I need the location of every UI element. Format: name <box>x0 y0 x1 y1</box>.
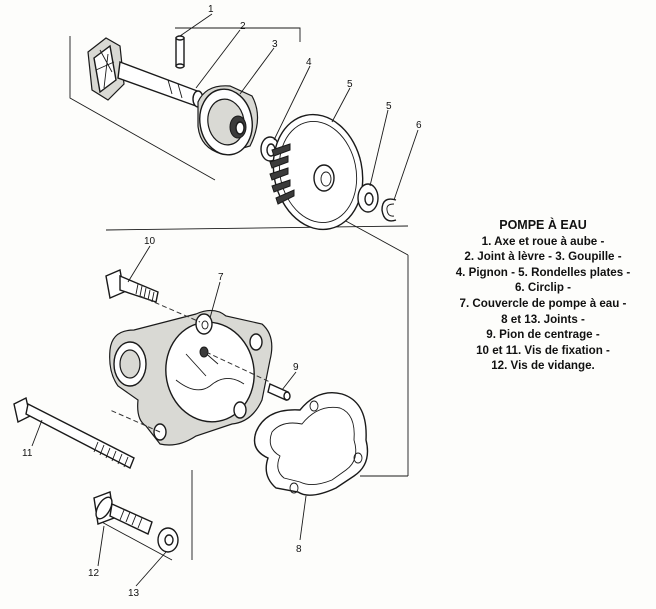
callout-numbers: 1 2 3 4 5 5 6 7 8 9 10 11 12 13 <box>22 4 422 599</box>
part-7-pump-cover <box>109 309 273 446</box>
callout-7: 7 <box>218 272 224 283</box>
part-8-gasket <box>253 392 369 496</box>
part-4-gear <box>269 113 364 231</box>
callout-13: 13 <box>128 588 140 599</box>
legend-line: 7. Couvercle de pompe à eau - <box>459 296 627 310</box>
callout-8: 8 <box>296 544 302 555</box>
callout-10: 10 <box>144 236 156 247</box>
callout-5-left: 4 <box>306 57 312 68</box>
callout-6: 6 <box>416 120 422 131</box>
legend-line: 8 et 13. Joints - <box>501 312 585 326</box>
part-1-shaft-impeller <box>87 37 204 108</box>
part-9-dowel-pin <box>267 383 291 401</box>
callout-1: 2 <box>240 21 246 32</box>
part-11-long-screw <box>13 396 135 469</box>
callout-2: 3 <box>272 39 278 50</box>
legend-line: 10 et 11. Vis de fixation - <box>476 343 610 357</box>
legend-line: 4. Pignon - 5. Rondelles plates - <box>455 265 631 279</box>
legend-line: 2. Joint à lèvre - 3. Goupille - <box>464 250 622 264</box>
part-12-drain-screw <box>93 491 153 535</box>
leader-lines <box>31 13 419 587</box>
legend-title: POMPE À EAU <box>499 218 587 232</box>
callout-9: 9 <box>293 362 299 373</box>
part-3-pin <box>175 35 185 69</box>
legend-line: 12. Vis de vidange. <box>491 359 595 373</box>
callout-4: 5 <box>347 79 353 90</box>
legend-line: 1. Axe et roue à aube - <box>481 234 605 248</box>
parts-legend: POMPE À EAU 1. Axe et roue à aube - 2. J… <box>430 218 656 374</box>
callout-11: 11 <box>22 448 33 459</box>
part-10-screw <box>105 269 159 303</box>
legend-line: 6. Circlip - <box>514 281 572 295</box>
callout-5-right: 5 <box>386 101 392 112</box>
part-6-circlip <box>381 198 397 222</box>
legend-line: 9. Pion de centrage - <box>486 328 600 342</box>
callout-3: 1 <box>208 4 214 15</box>
assembly-axis-lines <box>109 295 271 433</box>
part-2-lip-seal <box>197 85 259 156</box>
part-5-washer-right <box>357 183 379 213</box>
callout-12: 12 <box>88 568 100 579</box>
part-13-washer <box>157 527 179 553</box>
